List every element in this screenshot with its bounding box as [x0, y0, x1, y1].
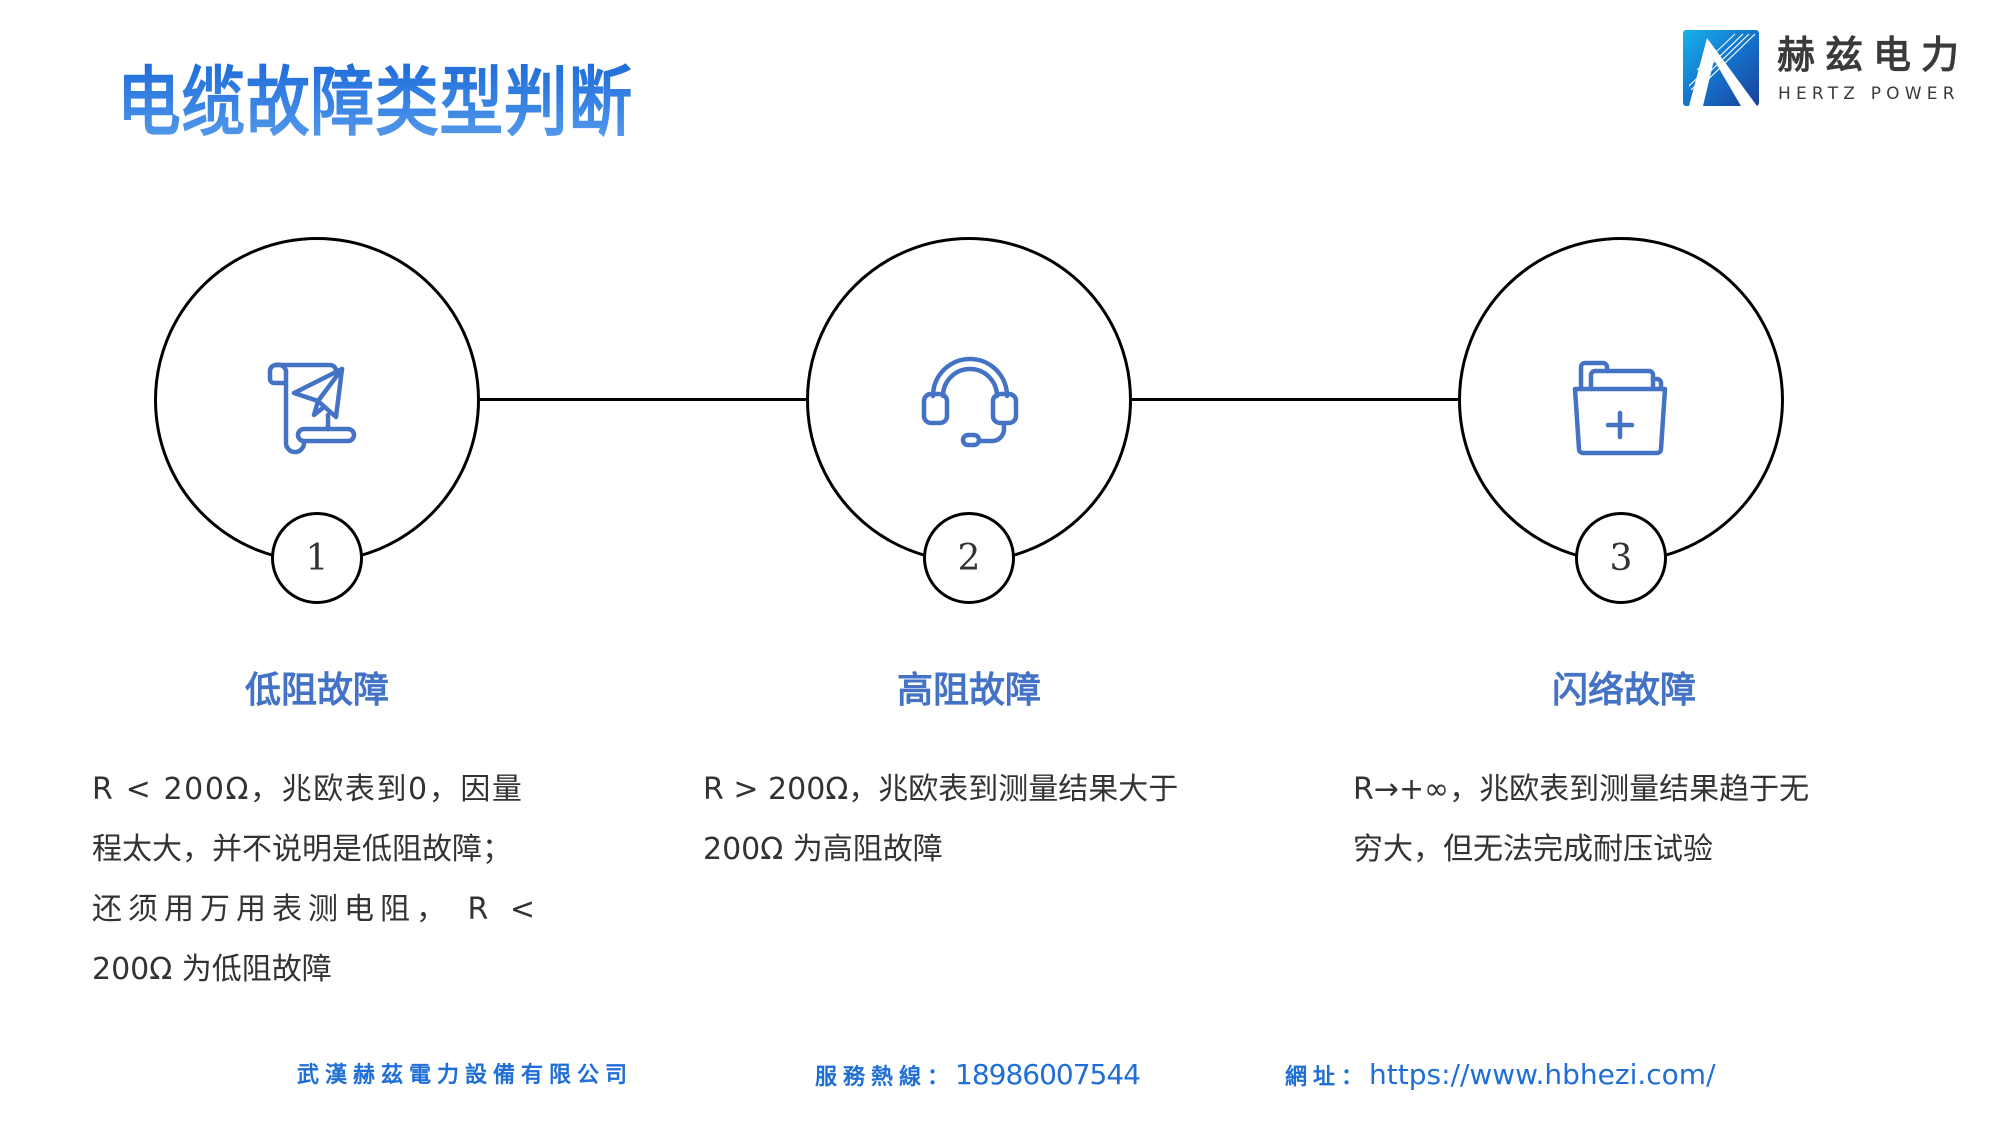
step-number-badge-3: 3 [1575, 512, 1667, 604]
company-logo: 赫兹电力 HERTZ POWER [1683, 30, 1983, 108]
hotline-label: 服務熱線： [815, 1064, 956, 1090]
step-number-badge-1: 1 [271, 512, 363, 604]
logo-mark-icon [1683, 30, 1759, 106]
step-heading-low-resistance: 低阻故障 [244, 670, 389, 711]
description-line: R > 200Ω，兆欧表到测量结果大于 [703, 772, 1179, 807]
page-title: 电缆故障类型判断 [117, 59, 633, 147]
step-number-badge-2: 2 [923, 512, 1015, 604]
connector-line-2-3 [1132, 398, 1459, 401]
connector-line-1-2 [480, 398, 807, 401]
logo-name-cn: 赫兹电力 [1777, 33, 1970, 77]
step-description-2: R > 200Ω，兆欧表到测量结果大于 200Ω 为高阻故障 [703, 760, 1178, 880]
step-description-3: R→+∞，兆欧表到测量结果趋于无 穷大，但无法完成耐压试验 [1353, 760, 1809, 880]
website-label: 網址： [1285, 1064, 1370, 1090]
step-heading-high-resistance: 高阻故障 [896, 670, 1041, 711]
scroll-paper-plane-icon [264, 355, 374, 465]
folder-plus-icon [1567, 355, 1677, 465]
description-line: 程太大，并不说明是低阻故障； [92, 832, 512, 867]
step-number: 1 [305, 537, 329, 579]
description-line: R < 200Ω，兆欧表到0，因量 [92, 772, 524, 807]
step-number: 3 [1609, 537, 1633, 579]
headset-icon [915, 348, 1025, 458]
footer-hotline: 服務熱線：18986007544 [815, 1058, 1141, 1094]
step-heading-flashover: 闪络故障 [1551, 670, 1696, 711]
footer-website: 網址：https://www.hbhezi.com/ [1285, 1058, 1716, 1094]
footer: 武漢赫茲電力設備有限公司 服務熱線：18986007544 網址：https:/… [0, 1058, 2000, 1098]
footer-company-name: 武漢赫茲電力設備有限公司 [297, 1062, 634, 1088]
description-line: 200Ω 为低阻故障 [92, 952, 332, 987]
description-line: R→+∞，兆欧表到测量结果趋于无 [1353, 772, 1810, 807]
description-line: 还须用万用表测电阻， R < [92, 892, 542, 927]
description-line: 穷大，但无法完成耐压试验 [1353, 832, 1713, 867]
step-description-1: R < 200Ω，兆欧表到0，因量 程太大，并不说明是低阻故障； 还须用万用表测… [92, 760, 541, 1000]
description-line: 200Ω 为高阻故障 [703, 832, 943, 867]
website-link[interactable]: https://www.hbhezi.com/ [1369, 1058, 1716, 1091]
step-number: 2 [957, 537, 981, 579]
hotline-number[interactable]: 18986007544 [955, 1058, 1141, 1091]
logo-name-en: HERTZ POWER [1778, 84, 1960, 104]
